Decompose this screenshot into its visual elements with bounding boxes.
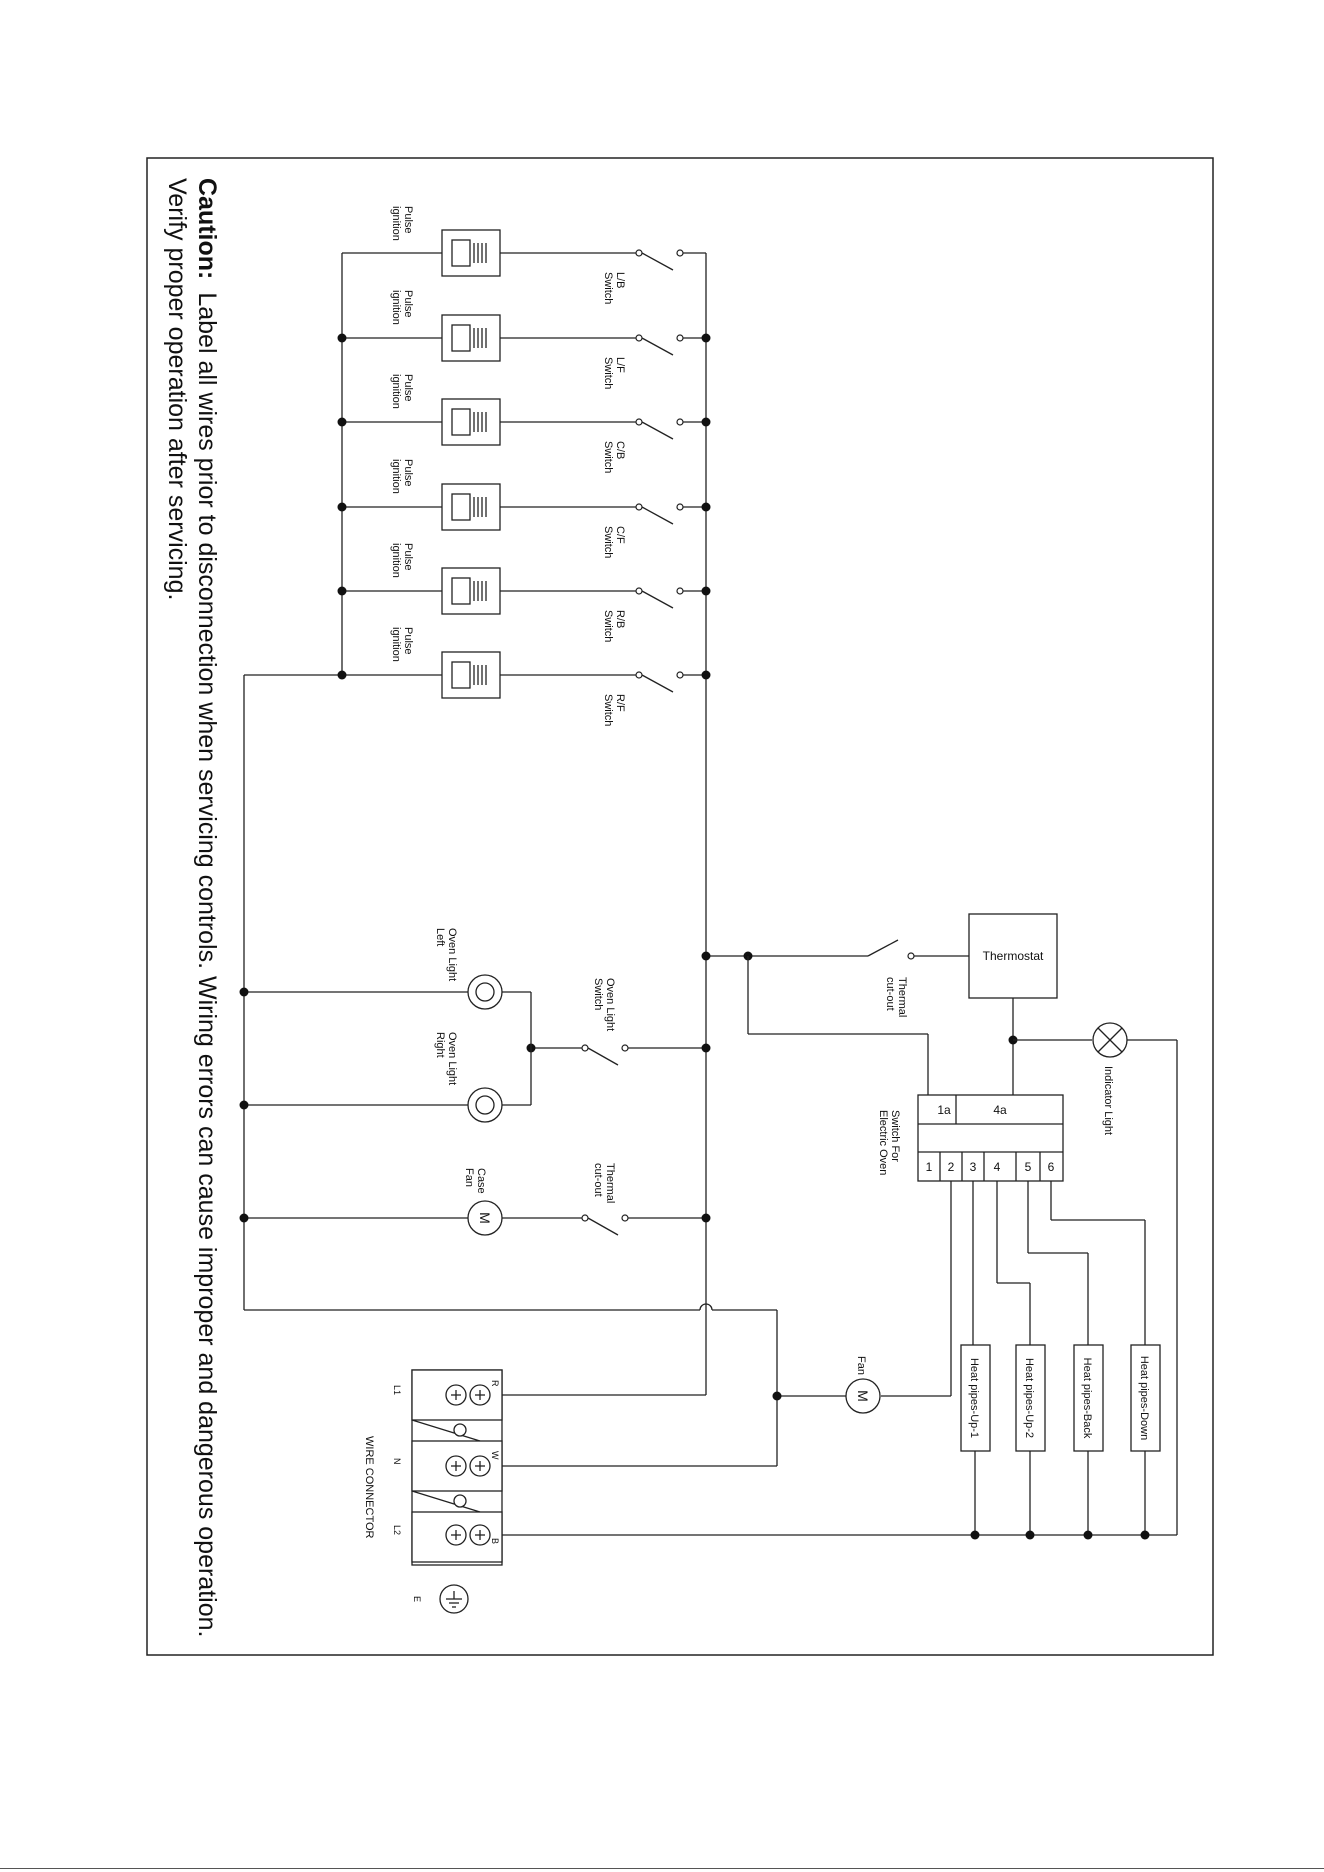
burner-row: L/BSwitch Pulseignition (342, 206, 706, 304)
svg-text:2: 2 (948, 1160, 955, 1174)
svg-text:B: B (490, 1538, 500, 1544)
svg-text:R/FSwitch: R/FSwitch (602, 694, 626, 726)
svg-text:Pulseignition: Pulseignition (390, 627, 414, 662)
svg-text:Thermalcut-out: Thermalcut-out (884, 977, 908, 1017)
fan-label: Fan (855, 1356, 867, 1375)
svg-text:Pulseignition: Pulseignition (390, 374, 414, 409)
svg-text:Pulseignition: Pulseignition (390, 290, 414, 325)
svg-text:5: 5 (1025, 1160, 1032, 1174)
svg-text:R: R (490, 1380, 500, 1387)
indicator-light: Indicator Light (1013, 1022, 1178, 1535)
burner-row: R/FSwitch Pulseignition (342, 627, 706, 726)
svg-text:Pulseignition: Pulseignition (390, 543, 414, 578)
fan-circuit: M Fan (772, 1356, 881, 1414)
heater: Heat pipes-Up-1 (960, 1344, 991, 1535)
caution-label: Caution: (193, 178, 221, 279)
svg-text:4a: 4a (993, 1103, 1007, 1117)
svg-text:Heat pipes-Down: Heat pipes-Down (1138, 1356, 1150, 1440)
svg-text:Pulseignition: Pulseignition (390, 459, 414, 494)
svg-text:CaseFan: CaseFan (463, 1168, 487, 1194)
burner-row: C/BSwitch Pulseignition (342, 374, 706, 473)
svg-text:3: 3 (970, 1160, 977, 1174)
heater: Heat pipes-Back (1073, 1344, 1104, 1535)
svg-text:Oven LightRight: Oven LightRight (434, 1032, 458, 1085)
svg-text:Heat pipes-Up-1: Heat pipes-Up-1 (968, 1358, 980, 1438)
svg-text:N: N (392, 1458, 402, 1465)
ground-icon: E (412, 1584, 469, 1614)
oven-light-circuit: Oven LightSwitch Oven LightLeft Oven Lig… (239, 928, 711, 1123)
svg-text:1a: 1a (937, 1103, 951, 1117)
oven-switch: 1a 4a 1 2 3 4 5 6 Switch ForElectric Ove… (877, 1094, 1064, 1182)
burner-row: C/FSwitch Pulseignition (342, 459, 706, 558)
svg-text:Heat pipes-Up-2: Heat pipes-Up-2 (1023, 1358, 1035, 1438)
svg-text:C/FSwitch: C/FSwitch (602, 526, 626, 558)
svg-text:L/FSwitch: L/FSwitch (602, 357, 626, 389)
wire-connector: R W B L1 N L2 WIRE CONNECTOR (363, 1369, 503, 1566)
svg-text:Oven LightLeft: Oven LightLeft (434, 928, 458, 981)
svg-text:6: 6 (1048, 1160, 1055, 1174)
case-fan-motor-icon: M (477, 1212, 493, 1224)
fan-motor-icon: M (855, 1390, 871, 1402)
case-fan-circuit: M Thermalcut-out CaseFan (239, 1163, 711, 1236)
svg-text:R/BSwitch: R/BSwitch (602, 610, 626, 642)
svg-text:E: E (412, 1596, 422, 1602)
svg-text:4: 4 (994, 1160, 1001, 1174)
burner-row: L/FSwitch Pulseignition (342, 290, 706, 389)
caution-line2: Verify proper operation after servicing. (163, 178, 191, 600)
svg-text:1: 1 (926, 1160, 933, 1174)
thermostat-box (968, 913, 1058, 999)
thermostat-label: Thermostat (983, 949, 1044, 963)
page-bottom-rule (0, 1868, 1324, 1869)
svg-text:L1: L1 (392, 1385, 402, 1395)
svg-text:Pulseignition: Pulseignition (390, 206, 414, 241)
svg-text:Caution: Label all wires: Caution: Label all wires prior to discon… (193, 178, 221, 1637)
svg-text:L/BSwitch: L/BSwitch (602, 272, 626, 304)
svg-text:Oven LightSwitch: Oven LightSwitch (592, 978, 616, 1031)
svg-text:Heat pipes-Back: Heat pipes-Back (1081, 1358, 1093, 1439)
svg-text:L2: L2 (392, 1525, 402, 1535)
wire-connector-label: WIRE CONNECTOR (363, 1436, 375, 1539)
indicator-label: Indicator Light (1102, 1066, 1114, 1135)
caution-line1: Label all wires prior to disconnection w… (193, 292, 221, 1637)
svg-text:Switch ForElectric Oven: Switch ForElectric Oven (877, 1110, 901, 1175)
thermostat-circuit: Thermostat Thermalcut-out (701, 913, 1058, 1095)
diagram-frame (146, 157, 1214, 1656)
heater: Heat pipes-Down (1130, 1344, 1161, 1535)
svg-text:C/BSwitch: C/BSwitch (602, 441, 626, 473)
svg-text:Thermalcut-out: Thermalcut-out (592, 1163, 616, 1203)
heater: Heat pipes-Up-2 (1015, 1344, 1046, 1535)
caution-note: Caution: Label all wires prior to discon… (163, 178, 221, 1637)
svg-text:W: W (490, 1451, 500, 1460)
